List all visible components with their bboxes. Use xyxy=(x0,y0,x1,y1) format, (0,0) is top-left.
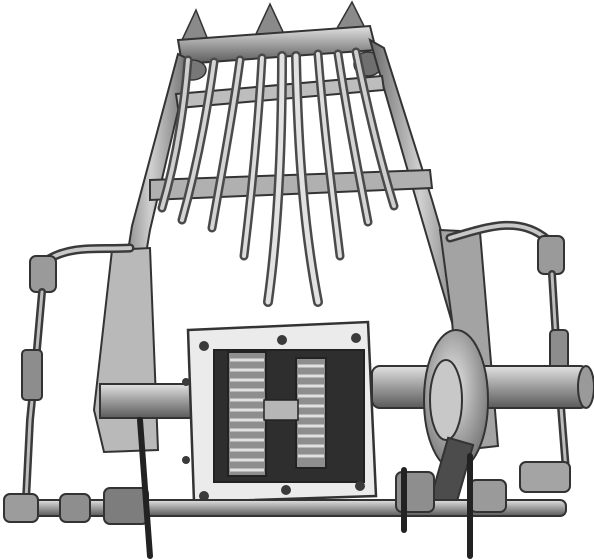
digging-tines xyxy=(157,47,399,307)
gearbox xyxy=(182,320,378,504)
left-gear xyxy=(227,351,267,477)
left-linkage xyxy=(21,243,135,504)
lower-struts xyxy=(137,417,473,559)
right-gear xyxy=(295,357,327,469)
gearbox-bolts xyxy=(182,333,365,501)
top-spike-bar xyxy=(176,0,383,81)
